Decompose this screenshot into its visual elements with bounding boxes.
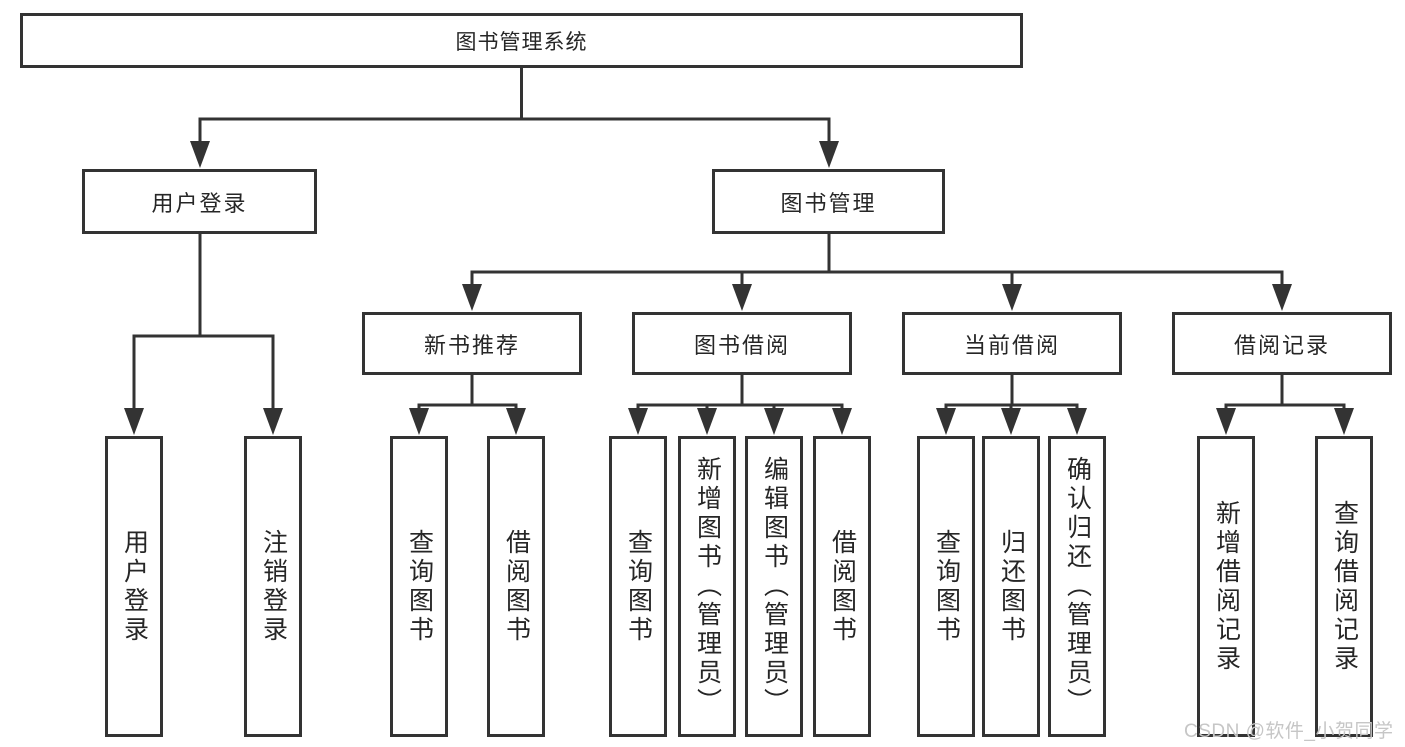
leaf-confirm-return-admin-label: 确认归还（管理员）: [1063, 456, 1092, 717]
node-borrow-records: 借阅记录: [1172, 312, 1392, 375]
leaf-return-books: 归还图书: [982, 436, 1040, 737]
leaf-query-books-borrow-label: 查询图书: [624, 528, 653, 645]
node-root-label: 图书管理系统: [455, 30, 588, 54]
leaf-borrow-books-label: 借阅图书: [828, 528, 857, 645]
arrow-down-icon: [1002, 284, 1022, 311]
arrow-down-icon: [409, 408, 429, 435]
arrow-down-icon: [936, 408, 956, 435]
node-borrow-records-label: 借阅记录: [1233, 332, 1330, 358]
arrow-down-icon: [1067, 408, 1087, 435]
leaf-edit-books-admin: 编辑图书（管理员）: [745, 436, 803, 737]
leaf-return-books-label: 归还图书: [997, 528, 1026, 645]
arrow-down-icon: [263, 408, 283, 435]
leaf-query-borrow-record: 查询借阅记录: [1315, 436, 1373, 737]
leaf-query-books-recommend: 查询图书: [390, 436, 448, 737]
arrow-down-icon: [628, 408, 648, 435]
csdn-watermark: CSDN @软件_小贺同学: [1184, 721, 1394, 742]
leaf-query-books-current: 查询图书: [917, 436, 975, 737]
leaf-borrow-books: 借阅图书: [813, 436, 871, 737]
leaf-query-books-borrow: 查询图书: [609, 436, 667, 737]
node-current-borrow-label: 当前借阅: [963, 332, 1060, 358]
node-book-management: 图书管理: [712, 169, 945, 234]
leaf-borrow-books-recommend: 借阅图书: [487, 436, 545, 737]
leaf-query-borrow-record-label: 查询借阅记录: [1330, 499, 1359, 674]
leaf-edit-books-admin-label: 编辑图书（管理员）: [760, 456, 789, 717]
arrow-down-icon: [832, 408, 852, 435]
connector-arrowheads: [124, 141, 1354, 435]
node-root: 图书管理系统: [20, 13, 1023, 68]
arrow-down-icon: [124, 408, 144, 435]
node-current-borrow: 当前借阅: [902, 312, 1122, 375]
arrow-down-icon: [1272, 284, 1292, 311]
leaf-query-books-current-label: 查询图书: [932, 528, 961, 645]
node-user-login-label: 用户登录: [151, 190, 248, 216]
leaf-user-login: 用户登录: [105, 436, 163, 737]
arrow-down-icon: [1334, 408, 1354, 435]
arrow-down-icon: [732, 284, 752, 311]
node-book-management-label: 图书管理: [780, 190, 877, 216]
leaf-confirm-return-admin: 确认归还（管理员）: [1048, 436, 1106, 737]
arrow-down-icon: [819, 141, 839, 168]
leaf-logout: 注销登录: [244, 436, 302, 737]
leaf-add-borrow-record: 新增借阅记录: [1197, 436, 1255, 737]
arrow-down-icon: [190, 141, 210, 168]
leaf-logout-label: 注销登录: [259, 528, 288, 645]
leaf-add-books-admin-label: 新增图书（管理员）: [693, 456, 722, 717]
arrow-down-icon: [697, 408, 717, 435]
leaf-borrow-books-recommend-label: 借阅图书: [502, 528, 531, 645]
node-user-login: 用户登录: [82, 169, 317, 234]
arrow-down-icon: [1216, 408, 1236, 435]
node-book-borrow-label: 图书借阅: [693, 332, 790, 358]
node-new-book-recommend-label: 新书推荐: [423, 332, 520, 358]
leaf-add-books-admin: 新增图书（管理员）: [678, 436, 736, 737]
arrow-down-icon: [1001, 408, 1021, 435]
leaf-query-books-recommend-label: 查询图书: [405, 528, 434, 645]
arrow-down-icon: [506, 408, 526, 435]
node-new-book-recommend: 新书推荐: [362, 312, 582, 375]
arrow-down-icon: [764, 408, 784, 435]
node-book-borrow: 图书借阅: [632, 312, 852, 375]
arrow-down-icon: [462, 284, 482, 311]
leaf-add-borrow-record-label: 新增借阅记录: [1212, 499, 1241, 674]
leaf-user-login-label: 用户登录: [120, 528, 149, 645]
